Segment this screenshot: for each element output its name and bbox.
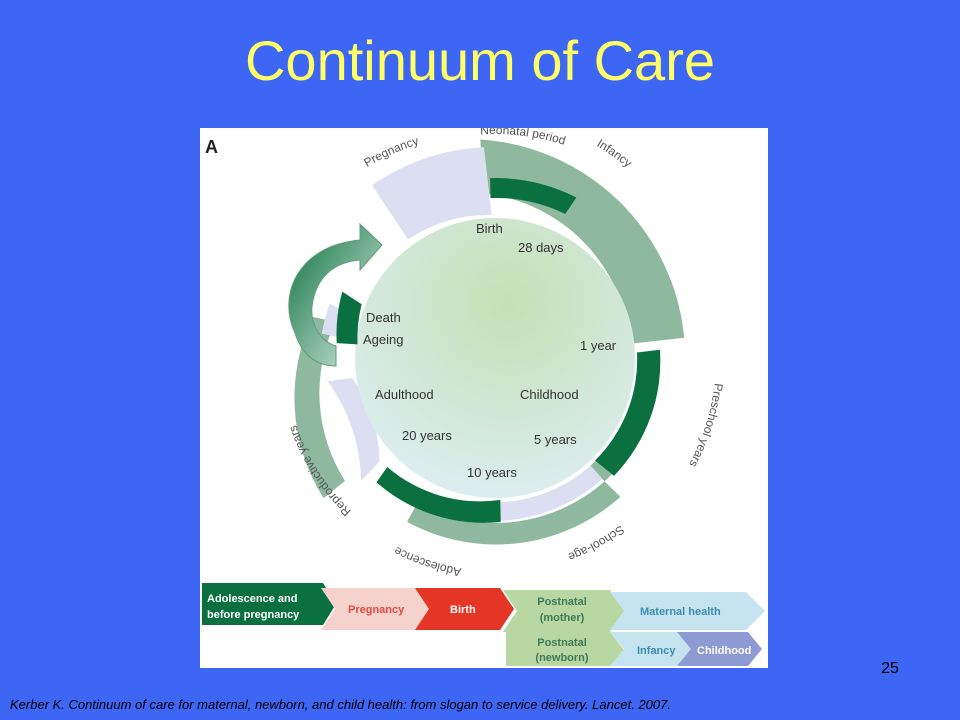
pathway-postnatal-newborn (506, 632, 624, 666)
arc-childhood-lavender (493, 465, 603, 521)
pathway-infancy-label: Infancy (637, 645, 676, 657)
label-infancy: Infancy (595, 136, 635, 170)
slide-title: Continuum of Care (244, 29, 715, 92)
label-28-days: 28 days (518, 240, 564, 255)
label-adolescence: Adolescence (391, 544, 462, 580)
pathway-birth (415, 588, 514, 630)
pathway-pregnancy-label: Pregnancy (348, 604, 405, 616)
pathway-postnatal-mother (503, 590, 624, 632)
segment-death (336, 291, 362, 345)
pathway-birth-label: Birth (450, 604, 476, 616)
label-5-years: 5 years (534, 432, 577, 447)
label-10-years: 10 years (467, 465, 517, 480)
pathway-postnatal-mother-line1: Postnatal (537, 596, 587, 608)
pathway-adolescence-line1: Adolescence and (207, 593, 297, 605)
label-preschool-years: Preschool years (686, 382, 725, 469)
cycle-arrow-icon (288, 222, 383, 367)
label-20-years: 20 years (402, 428, 452, 443)
arc-school-age (407, 481, 621, 545)
pathway-postnatal-newborn-line1: Postnatal (537, 637, 587, 649)
pathway: Adolescence and before pregnancy Pregnan… (202, 583, 765, 666)
arc-adolescence-reproductive (294, 316, 345, 499)
segment-adolescence (376, 466, 501, 523)
center-labels: Birth 28 days 1 year Childhood 5 years 1… (363, 221, 617, 480)
panel-label: A (205, 137, 218, 157)
citation: Kerber K. Continuum of care for maternal… (10, 697, 671, 712)
pathway-adolescence (202, 583, 336, 625)
continuum-of-care-figure: A Birth 28 days 1 year Childhood 5 years… (200, 128, 768, 668)
center-disc (355, 218, 635, 498)
label-ageing: Ageing (363, 332, 403, 347)
label-childhood: Childhood (520, 387, 579, 402)
label-1-year: 1 year (580, 338, 617, 353)
pathway-childhood-label: Childhood (697, 645, 751, 657)
segment-neonatal (490, 178, 577, 214)
label-adulthood: Adulthood (375, 387, 434, 402)
pathway-maternal-health (610, 592, 765, 630)
pathway-postnatal-newborn-line2: (newborn) (535, 652, 588, 664)
pathway-adolescence-line2: before pregnancy (207, 609, 300, 621)
pathway-pregnancy (321, 588, 434, 630)
pathway-postnatal-mother-line2: (mother) (540, 612, 585, 624)
label-birth: Birth (476, 221, 503, 236)
dark-green-segments (336, 178, 661, 523)
label-school-age: School-age (566, 523, 627, 565)
pathway-infancy (610, 632, 696, 666)
pathway-maternal-health-label: Maternal health (640, 606, 721, 618)
arc-pregnancy (372, 147, 492, 240)
segment-preschool (594, 349, 661, 476)
label-death: Death (366, 310, 401, 325)
page-number: 25 (881, 660, 899, 677)
pathway-childhood (677, 632, 762, 666)
